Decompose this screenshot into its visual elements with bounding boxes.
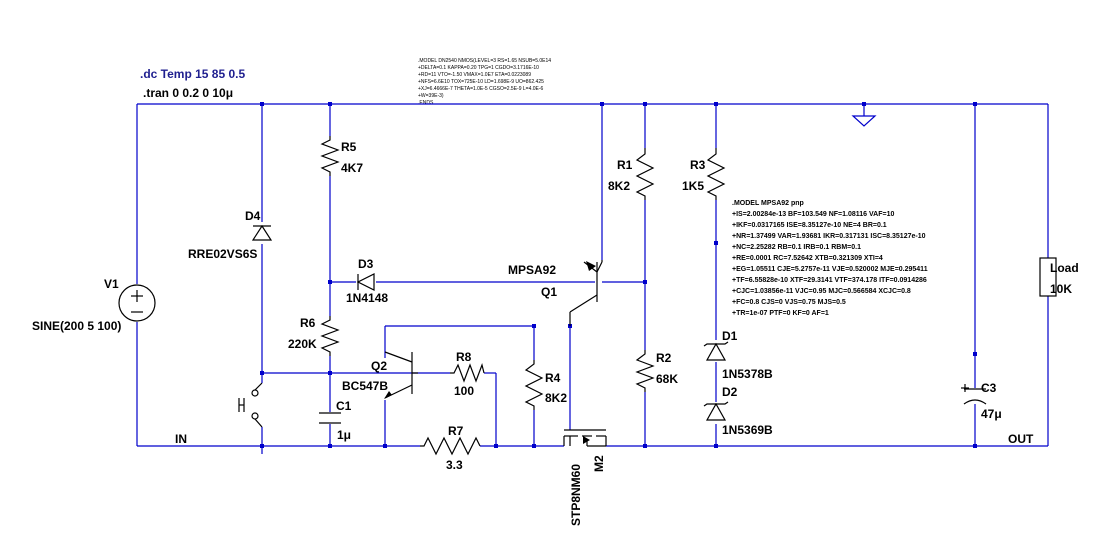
v1-value: SINE(200 5 100) bbox=[32, 319, 121, 333]
model-line: +RD=11 VTO=-1.50 VMAX=1.0E7 ETA=0.022308… bbox=[418, 72, 531, 78]
model-line: +DELTA=0.1 KAPPA=0.20 TPG=1 CGDO=3.1716E… bbox=[418, 65, 539, 71]
r2-ref: R2 bbox=[656, 351, 672, 365]
model-line: +NFS=6.6E10 TOX=725E-10 LD=1.698E-9 UO=8… bbox=[418, 79, 544, 85]
r7-resistor[interactable]: R7 3.3 bbox=[420, 424, 481, 472]
model-line: +RE=0.0001 RC=7.52642 XTB=0.321309 XTI=4 bbox=[732, 255, 883, 262]
c1-ref: C1 bbox=[336, 399, 352, 413]
mosfet-model-text[interactable]: .MODEL DN2540 NMOS(LEVEL=3 RS=1.65 NSUB=… bbox=[418, 58, 551, 106]
model-line: +CJC=1.03856e-11 VJC=0.95 MJC=0.566584 X… bbox=[732, 288, 911, 295]
r1-resistor[interactable]: R1 8K2 bbox=[608, 148, 655, 200]
r7-value: 3.3 bbox=[446, 458, 463, 472]
d4-value: RRE02VS6S bbox=[188, 247, 257, 261]
q1-value: MPSA92 bbox=[508, 263, 556, 277]
c3-capacitor[interactable]: C3 47μ bbox=[961, 381, 1002, 421]
r3-resistor[interactable]: R3 1K5 bbox=[682, 148, 726, 200]
m2-ref: M2 bbox=[592, 455, 606, 472]
d3-diode[interactable]: D3 1N4148 bbox=[346, 257, 388, 305]
load-ref: Load bbox=[1050, 261, 1079, 275]
d1-ref: D1 bbox=[722, 329, 738, 343]
c1-value: 1μ bbox=[337, 428, 351, 442]
model-line: +NR=1.37499 VAR=1.93681 IKR=0.317131 ISC… bbox=[732, 233, 926, 240]
model-line: +TR=1e-07 PTF=0 KF=0 AF=1 bbox=[732, 310, 829, 317]
r6-value: 220K bbox=[288, 337, 317, 351]
model-line: .MODEL DN2540 NMOS(LEVEL=3 RS=1.65 NSUB=… bbox=[418, 58, 551, 64]
m2-mosfet[interactable]: STP8NM60 M2 bbox=[563, 429, 607, 526]
q2-value: BC547B bbox=[342, 379, 388, 393]
tran-directive[interactable]: .tran 0 0.2 0 10μ bbox=[143, 86, 233, 100]
push-switch[interactable] bbox=[238, 382, 263, 428]
d1-zener[interactable]: D1 1N5378B bbox=[703, 329, 773, 381]
r1-ref: R1 bbox=[617, 158, 633, 172]
r6-resistor[interactable]: R6 220K bbox=[288, 316, 340, 356]
d3-value: 1N4148 bbox=[346, 291, 388, 305]
r2-value: 68K bbox=[656, 372, 678, 386]
c1-capacitor[interactable]: C1 1μ bbox=[319, 399, 352, 442]
d3-ref: D3 bbox=[358, 257, 374, 271]
r2-resistor[interactable]: R2 68K bbox=[635, 350, 678, 392]
r4-resistor[interactable]: R4 8K2 bbox=[524, 360, 567, 410]
ground-symbol bbox=[851, 115, 877, 127]
load-value: 10K bbox=[1050, 282, 1072, 296]
v1-ref: V1 bbox=[104, 277, 119, 291]
q2-transistor[interactable]: Q2 BC547B bbox=[342, 351, 418, 399]
c3-ref: C3 bbox=[981, 381, 997, 395]
r8-ref: R8 bbox=[456, 350, 472, 364]
r4-ref: R4 bbox=[545, 371, 561, 385]
model-line: +NC=2.25282 RB=0.1 IRB=0.1 RBM=0.1 bbox=[732, 244, 861, 251]
model-line: +EG=1.05511 CJE=5.2757e-11 VJE=0.520002 … bbox=[732, 266, 928, 273]
net-label-in: IN bbox=[175, 432, 187, 446]
d1-value: 1N5378B bbox=[722, 367, 773, 381]
q1-ref: Q1 bbox=[541, 285, 557, 299]
d2-zener[interactable]: D2 1N5369B bbox=[703, 385, 773, 437]
m2-value: STP8NM60 bbox=[569, 464, 583, 526]
load-resistor[interactable]: Load 10K bbox=[1039, 257, 1079, 297]
r8-resistor[interactable]: R8 100 bbox=[450, 350, 485, 398]
model-line: +W=39E-3) bbox=[418, 93, 444, 99]
r4-value: 8K2 bbox=[545, 391, 567, 405]
pnp-model-text[interactable]: .MODEL MPSA92 pnp +IS=2.00284e-13 BF=103… bbox=[732, 200, 928, 317]
r3-ref: R3 bbox=[690, 158, 706, 172]
v1-source[interactable]: V1 SINE(200 5 100) bbox=[32, 277, 156, 333]
model-line: +XJ=6.4666E-7 THETA=1.0E-5 CGSO=2.5E-9 L… bbox=[418, 86, 544, 92]
model-line: .ENDS bbox=[418, 100, 434, 106]
net-label-out: OUT bbox=[1008, 432, 1034, 446]
dc-directive[interactable]: .dc Temp 15 85 0.5 bbox=[140, 67, 245, 81]
model-line: +IKF=0.0317165 ISE=8.35127e-10 NE=4 BR=0… bbox=[732, 222, 887, 229]
c3-value: 47μ bbox=[981, 407, 1002, 421]
d4-ref: D4 bbox=[245, 209, 261, 223]
r7-ref: R7 bbox=[448, 424, 464, 438]
model-line: .MODEL MPSA92 pnp bbox=[732, 200, 804, 207]
r8-value: 100 bbox=[454, 384, 474, 398]
model-line: +TF=6.55828e-10 XTF=29.3141 VTF=374.178 … bbox=[732, 277, 927, 284]
r5-value: 4K7 bbox=[341, 161, 363, 175]
q2-ref: Q2 bbox=[371, 359, 387, 373]
d4-diode[interactable]: D4 RRE02VS6S bbox=[188, 209, 273, 261]
r5-ref: R5 bbox=[341, 140, 357, 154]
q1-transistor[interactable]: MPSA92 Q1 bbox=[508, 260, 603, 326]
junctions bbox=[260, 102, 977, 448]
wires bbox=[136, 103, 1049, 454]
r3-value: 1K5 bbox=[682, 179, 704, 193]
r1-value: 8K2 bbox=[608, 179, 630, 193]
r5-resistor[interactable]: R5 4K7 bbox=[320, 136, 363, 176]
model-line: +FC=0.8 CJS=0 VJS=0.75 MJS=0.5 bbox=[732, 299, 846, 306]
d2-ref: D2 bbox=[722, 385, 738, 399]
model-line: +IS=2.00284e-13 BF=103.549 NF=1.08116 VA… bbox=[732, 211, 894, 218]
r6-ref: R6 bbox=[300, 316, 316, 330]
d2-value: 1N5369B bbox=[722, 423, 773, 437]
